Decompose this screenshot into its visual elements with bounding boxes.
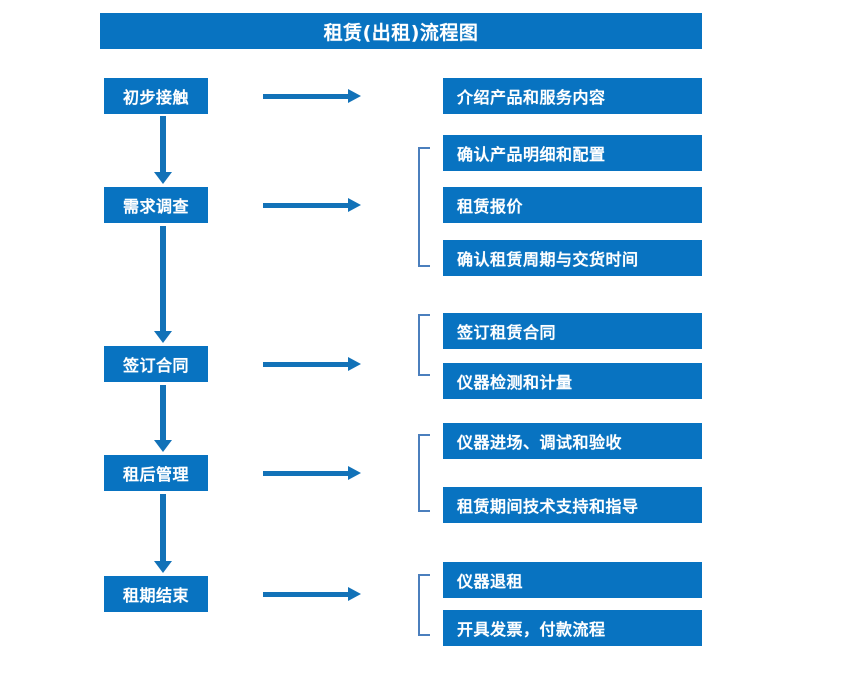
detail-box-instrument-entry-debug-acceptance[interactable]: 仪器进场、调试和验收 [443, 423, 702, 459]
right-arrow-icon-3 [263, 357, 361, 371]
detail-box-technical-support-guidance[interactable]: 租赁期间技术支持和指导 [443, 487, 702, 523]
right-arrow-icon-4 [263, 466, 361, 480]
down-arrow-icon-3 [154, 385, 172, 452]
detail-box-rental-quotation[interactable]: 租赁报价 [443, 187, 702, 223]
down-arrow-icon-4 [154, 494, 172, 573]
detail-box-confirm-rental-period-delivery[interactable]: 确认租赁周期与交货时间 [443, 240, 702, 276]
stage-box-initial-contact[interactable]: 初步接触 [104, 78, 208, 114]
group-bracket-requirement-survey [418, 147, 430, 267]
stage-box-sign-contract[interactable]: 签订合同 [104, 346, 208, 382]
stage-box-requirement-survey[interactable]: 需求调查 [104, 187, 208, 223]
right-arrow-icon-2 [263, 198, 361, 212]
down-arrow-icon-2 [154, 226, 172, 343]
right-arrow-icon-1 [263, 89, 361, 103]
detail-box-instrument-inspection-measurement[interactable]: 仪器检测和计量 [443, 363, 702, 399]
group-bracket-rental-end [418, 574, 430, 636]
detail-box-instrument-return[interactable]: 仪器退租 [443, 562, 702, 598]
detail-box-introduce-products-services[interactable]: 介绍产品和服务内容 [443, 78, 702, 114]
stage-box-rental-end[interactable]: 租期结束 [104, 576, 208, 612]
stage-box-post-rental-management[interactable]: 租后管理 [104, 455, 208, 491]
right-arrow-icon-5 [263, 587, 361, 601]
group-bracket-post-rental-management [418, 434, 430, 512]
detail-box-sign-rental-contract[interactable]: 签订租赁合同 [443, 313, 702, 349]
detail-box-invoice-payment-process[interactable]: 开具发票，付款流程 [443, 610, 702, 646]
down-arrow-icon-1 [154, 116, 172, 184]
group-bracket-sign-contract [418, 314, 430, 376]
flowchart-title: 租赁(出租)流程图 [100, 13, 702, 49]
detail-box-confirm-product-details[interactable]: 确认产品明细和配置 [443, 135, 702, 171]
